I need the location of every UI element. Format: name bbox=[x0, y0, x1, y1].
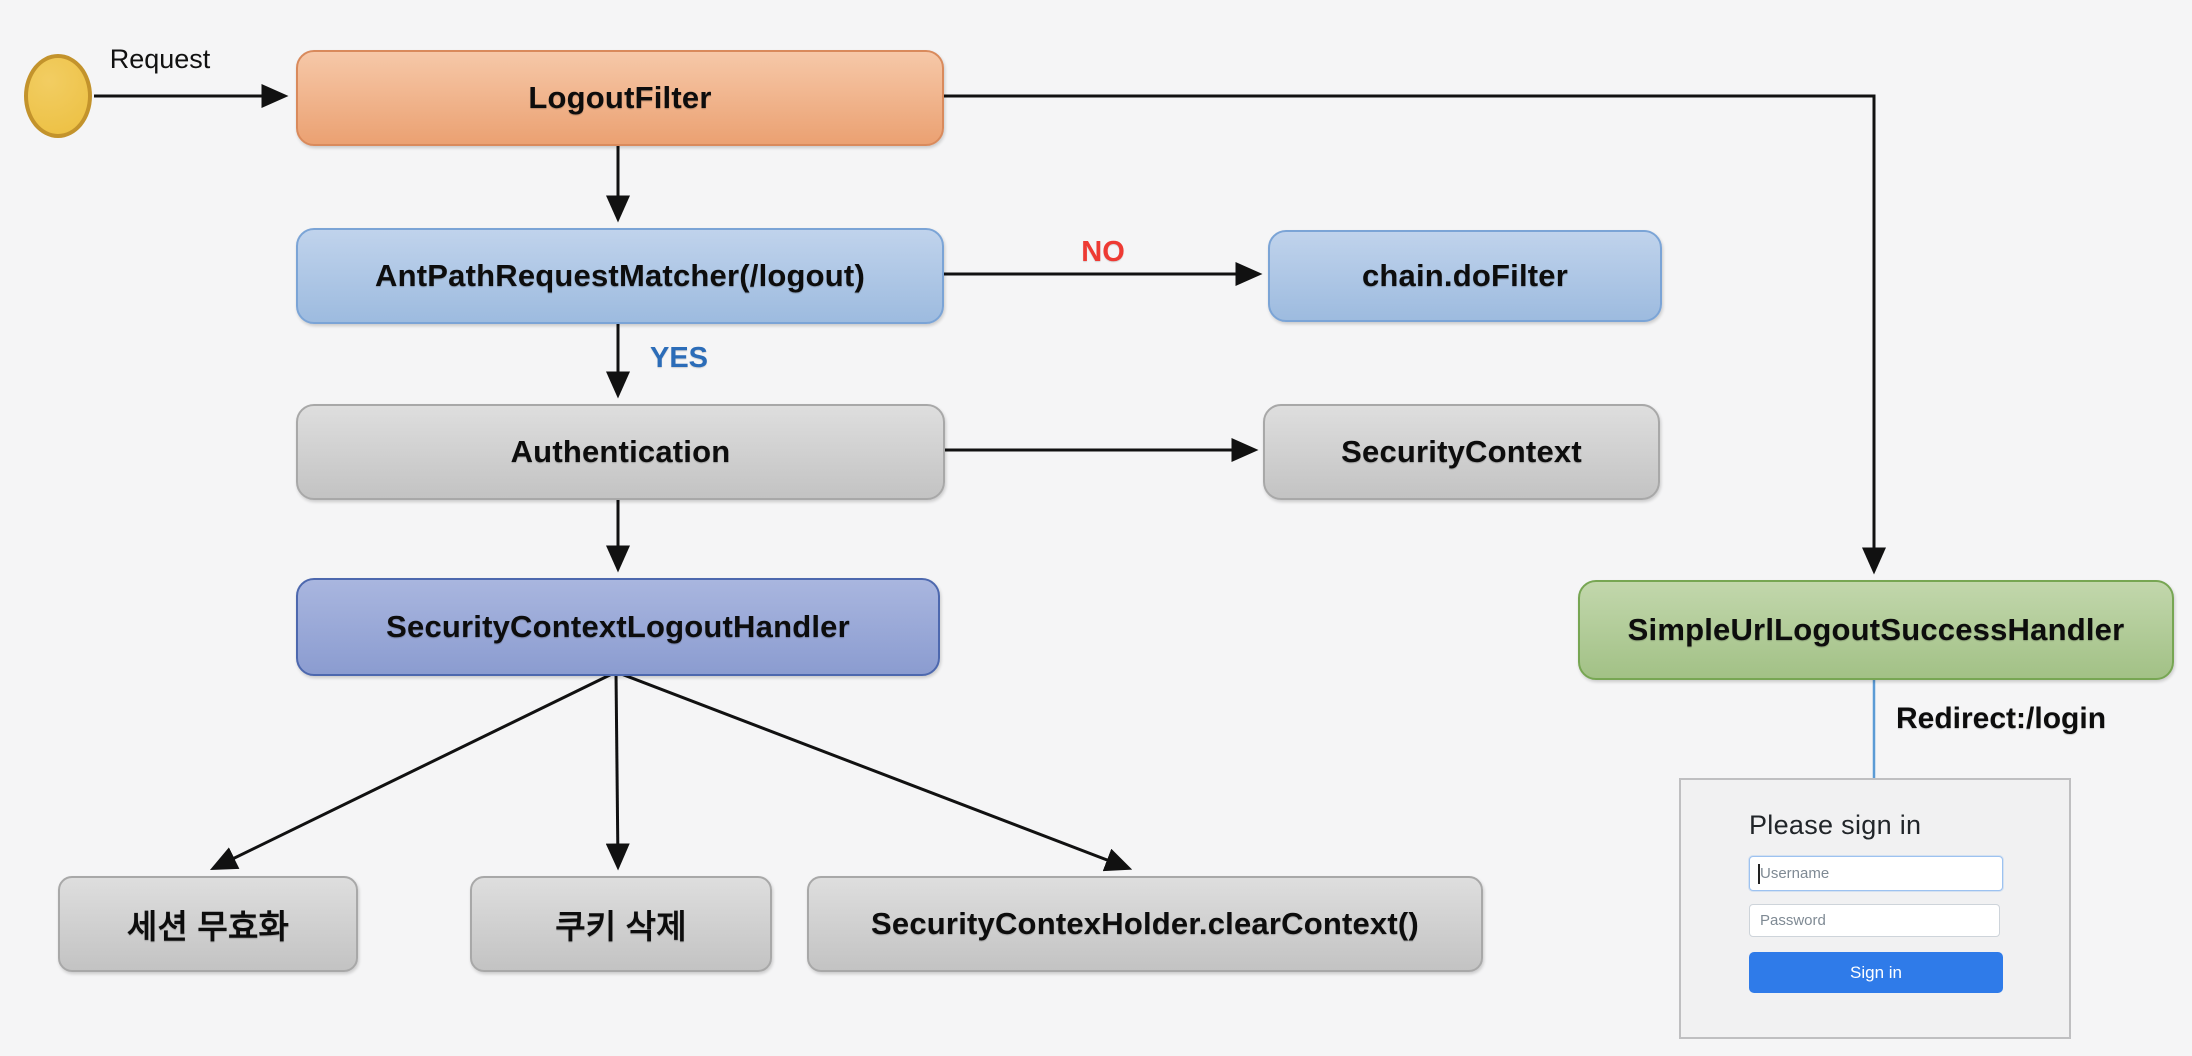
edge-handler-to-session bbox=[209, 670, 617, 870]
node-label: SimpleUrlLogoutSuccessHandler bbox=[1627, 612, 2125, 647]
node-label: LogoutFilter bbox=[528, 80, 712, 115]
yes-edge-label: YES bbox=[649, 342, 709, 374]
node-session-invalidation: 세션 무효화 bbox=[58, 876, 358, 972]
node-cookie-deletion: 쿠키 삭제 bbox=[470, 876, 772, 972]
node-label: Authentication bbox=[510, 434, 731, 469]
node-label: SecurityContext bbox=[1341, 434, 1582, 469]
node-clear-context: SecurityContexHolder.clearContext() bbox=[807, 876, 1483, 972]
no-edge-label: NO bbox=[1081, 236, 1125, 268]
node-security-context-logout-handler: SecurityContextLogoutHandler bbox=[296, 578, 940, 676]
node-label: SecurityContextLogoutHandler bbox=[386, 609, 850, 644]
password-input[interactable] bbox=[1749, 904, 2000, 937]
node-label: AntPathRequestMatcher(/logout) bbox=[375, 258, 865, 293]
start-node-icon bbox=[24, 54, 92, 138]
request-label: Request bbox=[109, 44, 211, 74]
node-label: 세션 무효화 bbox=[126, 908, 290, 945]
redirect-label: Redirect:/login bbox=[1896, 702, 2107, 735]
node-logout-filter: LogoutFilter bbox=[296, 50, 944, 146]
node-simple-url-logout-success-handler: SimpleUrlLogoutSuccessHandler bbox=[1578, 580, 2174, 680]
node-authentication: Authentication bbox=[296, 404, 945, 500]
node-label: chain.doFilter bbox=[1361, 258, 1569, 293]
edge-handler-to-clearcontext bbox=[615, 670, 1133, 872]
node-label: SecurityContexHolder.clearContext() bbox=[871, 906, 1419, 941]
node-label: 쿠키 삭제 bbox=[555, 908, 687, 945]
edge-handler-to-cookie bbox=[605, 671, 630, 871]
node-security-context: SecurityContext bbox=[1263, 404, 1660, 500]
login-form-title: Please sign in bbox=[1749, 810, 1922, 840]
edge-logoutfilter-to-successhandler bbox=[940, 94, 1886, 575]
node-chain-do-filter: chain.doFilter bbox=[1268, 230, 1662, 322]
username-input[interactable] bbox=[1749, 856, 2003, 891]
text-caret bbox=[1758, 864, 1760, 884]
login-form-card: Please sign in Sign in bbox=[1679, 778, 2071, 1039]
sign-in-button[interactable]: Sign in bbox=[1749, 952, 2003, 993]
node-ant-path-matcher: AntPathRequestMatcher(/logout) bbox=[296, 228, 944, 324]
